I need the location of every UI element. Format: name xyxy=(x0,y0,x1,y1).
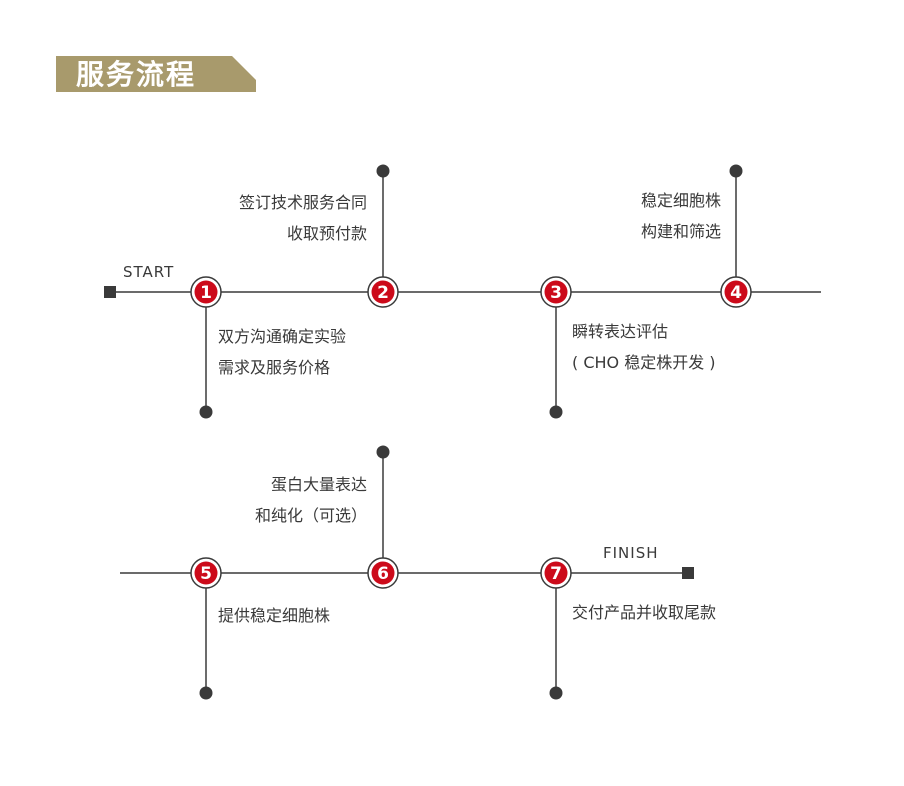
step-node-6: 6 xyxy=(367,557,399,589)
step-7-line-1: 交付产品并收取尾款 xyxy=(572,603,716,622)
step-1-line-1: 双方沟通确定实验 xyxy=(218,327,346,346)
finish-square xyxy=(682,567,694,579)
step-4-line-2: 构建和筛选 xyxy=(641,222,721,241)
step-2-line-2: 收取预付款 xyxy=(287,224,367,243)
step-node-3: 3 xyxy=(540,276,572,308)
step-number-7: 7 xyxy=(550,564,562,584)
step-2-line-1: 签订技术服务合同 xyxy=(239,193,367,212)
step-number-2: 2 xyxy=(377,283,389,303)
page-title: 服务流程 xyxy=(76,58,196,91)
step-node-7: 7 xyxy=(540,557,572,589)
branch-1-dot xyxy=(199,405,213,419)
start-square xyxy=(104,286,116,298)
step-5-line-1: 提供稳定细胞株 xyxy=(218,606,330,625)
step-number-5: 5 xyxy=(200,564,212,584)
step-4-line-1: 稳定细胞株 xyxy=(641,191,721,210)
step-number-4: 4 xyxy=(730,283,742,303)
step-3-line-2: ( CHO 稳定株开发 ) xyxy=(572,353,716,372)
step-6-line-2: 和纯化（可选） xyxy=(255,506,367,525)
step-number-3: 3 xyxy=(550,283,562,303)
branch-3-dot xyxy=(549,405,563,419)
step-node-2: 2 xyxy=(367,276,399,308)
branch-2-dot xyxy=(376,164,390,178)
step-number-1: 1 xyxy=(200,283,212,303)
title-banner xyxy=(56,56,256,92)
branch-7-dot xyxy=(549,686,563,700)
step-node-1: 1 xyxy=(190,276,222,308)
finish-label: FINISH xyxy=(603,544,659,562)
branch-5-dot xyxy=(199,686,213,700)
step-node-4: 4 xyxy=(720,276,752,308)
step-number-6: 6 xyxy=(377,564,389,584)
branch-6-dot xyxy=(376,445,390,459)
start-label: START xyxy=(123,263,174,281)
step-3-line-1: 瞬转表达评估 xyxy=(572,322,668,341)
step-node-5: 5 xyxy=(190,557,222,589)
step-1-line-2: 需求及服务价格 xyxy=(218,358,330,377)
step-6-line-1: 蛋白大量表达 xyxy=(271,475,367,494)
branch-4-dot xyxy=(729,164,743,178)
